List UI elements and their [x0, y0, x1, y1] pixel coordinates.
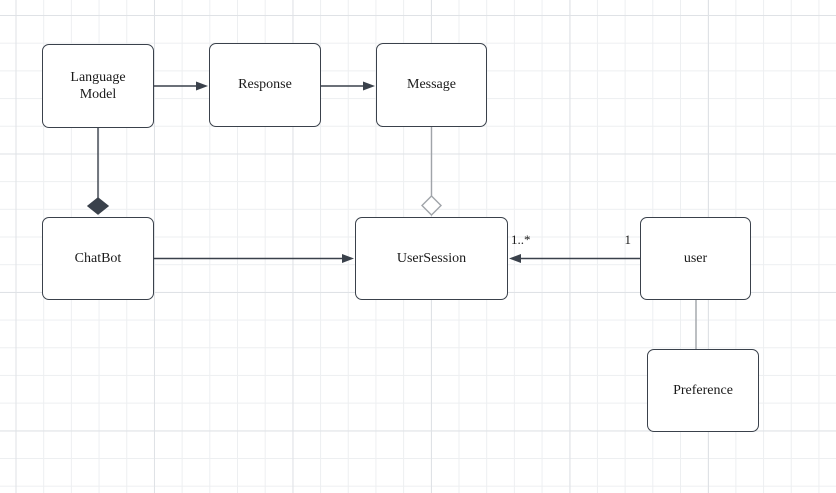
node-message[interactable]: Message — [376, 43, 487, 127]
multiplicity-label-target: 1..* — [511, 232, 531, 247]
arrowhead-icon — [363, 81, 375, 91]
node-label: Preference — [673, 382, 733, 398]
node-response[interactable]: Response — [209, 43, 321, 127]
edge-languagemodel-chatbot-composition[interactable] — [86, 128, 110, 215]
arrowhead-icon — [342, 254, 354, 263]
edge-chatbot-usersession[interactable] — [154, 254, 354, 263]
edge-user-usersession[interactable] — [509, 254, 640, 263]
edge-message-usersession-aggregation[interactable] — [421, 127, 442, 216]
node-label: ChatBot — [74, 250, 122, 266]
multiplicity-label-source: 1 — [624, 232, 632, 247]
composition-diamond-icon — [86, 197, 110, 215]
arrowhead-icon — [196, 81, 208, 91]
node-label: UserSession — [396, 250, 467, 266]
node-label: user — [683, 250, 708, 266]
node-user[interactable]: user — [640, 217, 751, 300]
node-usersession[interactable]: UserSession — [355, 217, 508, 300]
aggregation-diamond-icon — [421, 195, 442, 216]
arrowhead-icon — [509, 254, 521, 263]
node-label: Response — [238, 77, 292, 93]
edge-languagemodel-response[interactable] — [154, 81, 208, 91]
node-label: Message — [407, 77, 456, 93]
node-preference[interactable]: Preference — [647, 349, 759, 432]
node-label: Language Model — [70, 69, 126, 103]
edge-response-message[interactable] — [321, 81, 375, 91]
node-chatbot[interactable]: ChatBot — [42, 217, 154, 300]
node-language-model[interactable]: Language Model — [42, 44, 154, 128]
